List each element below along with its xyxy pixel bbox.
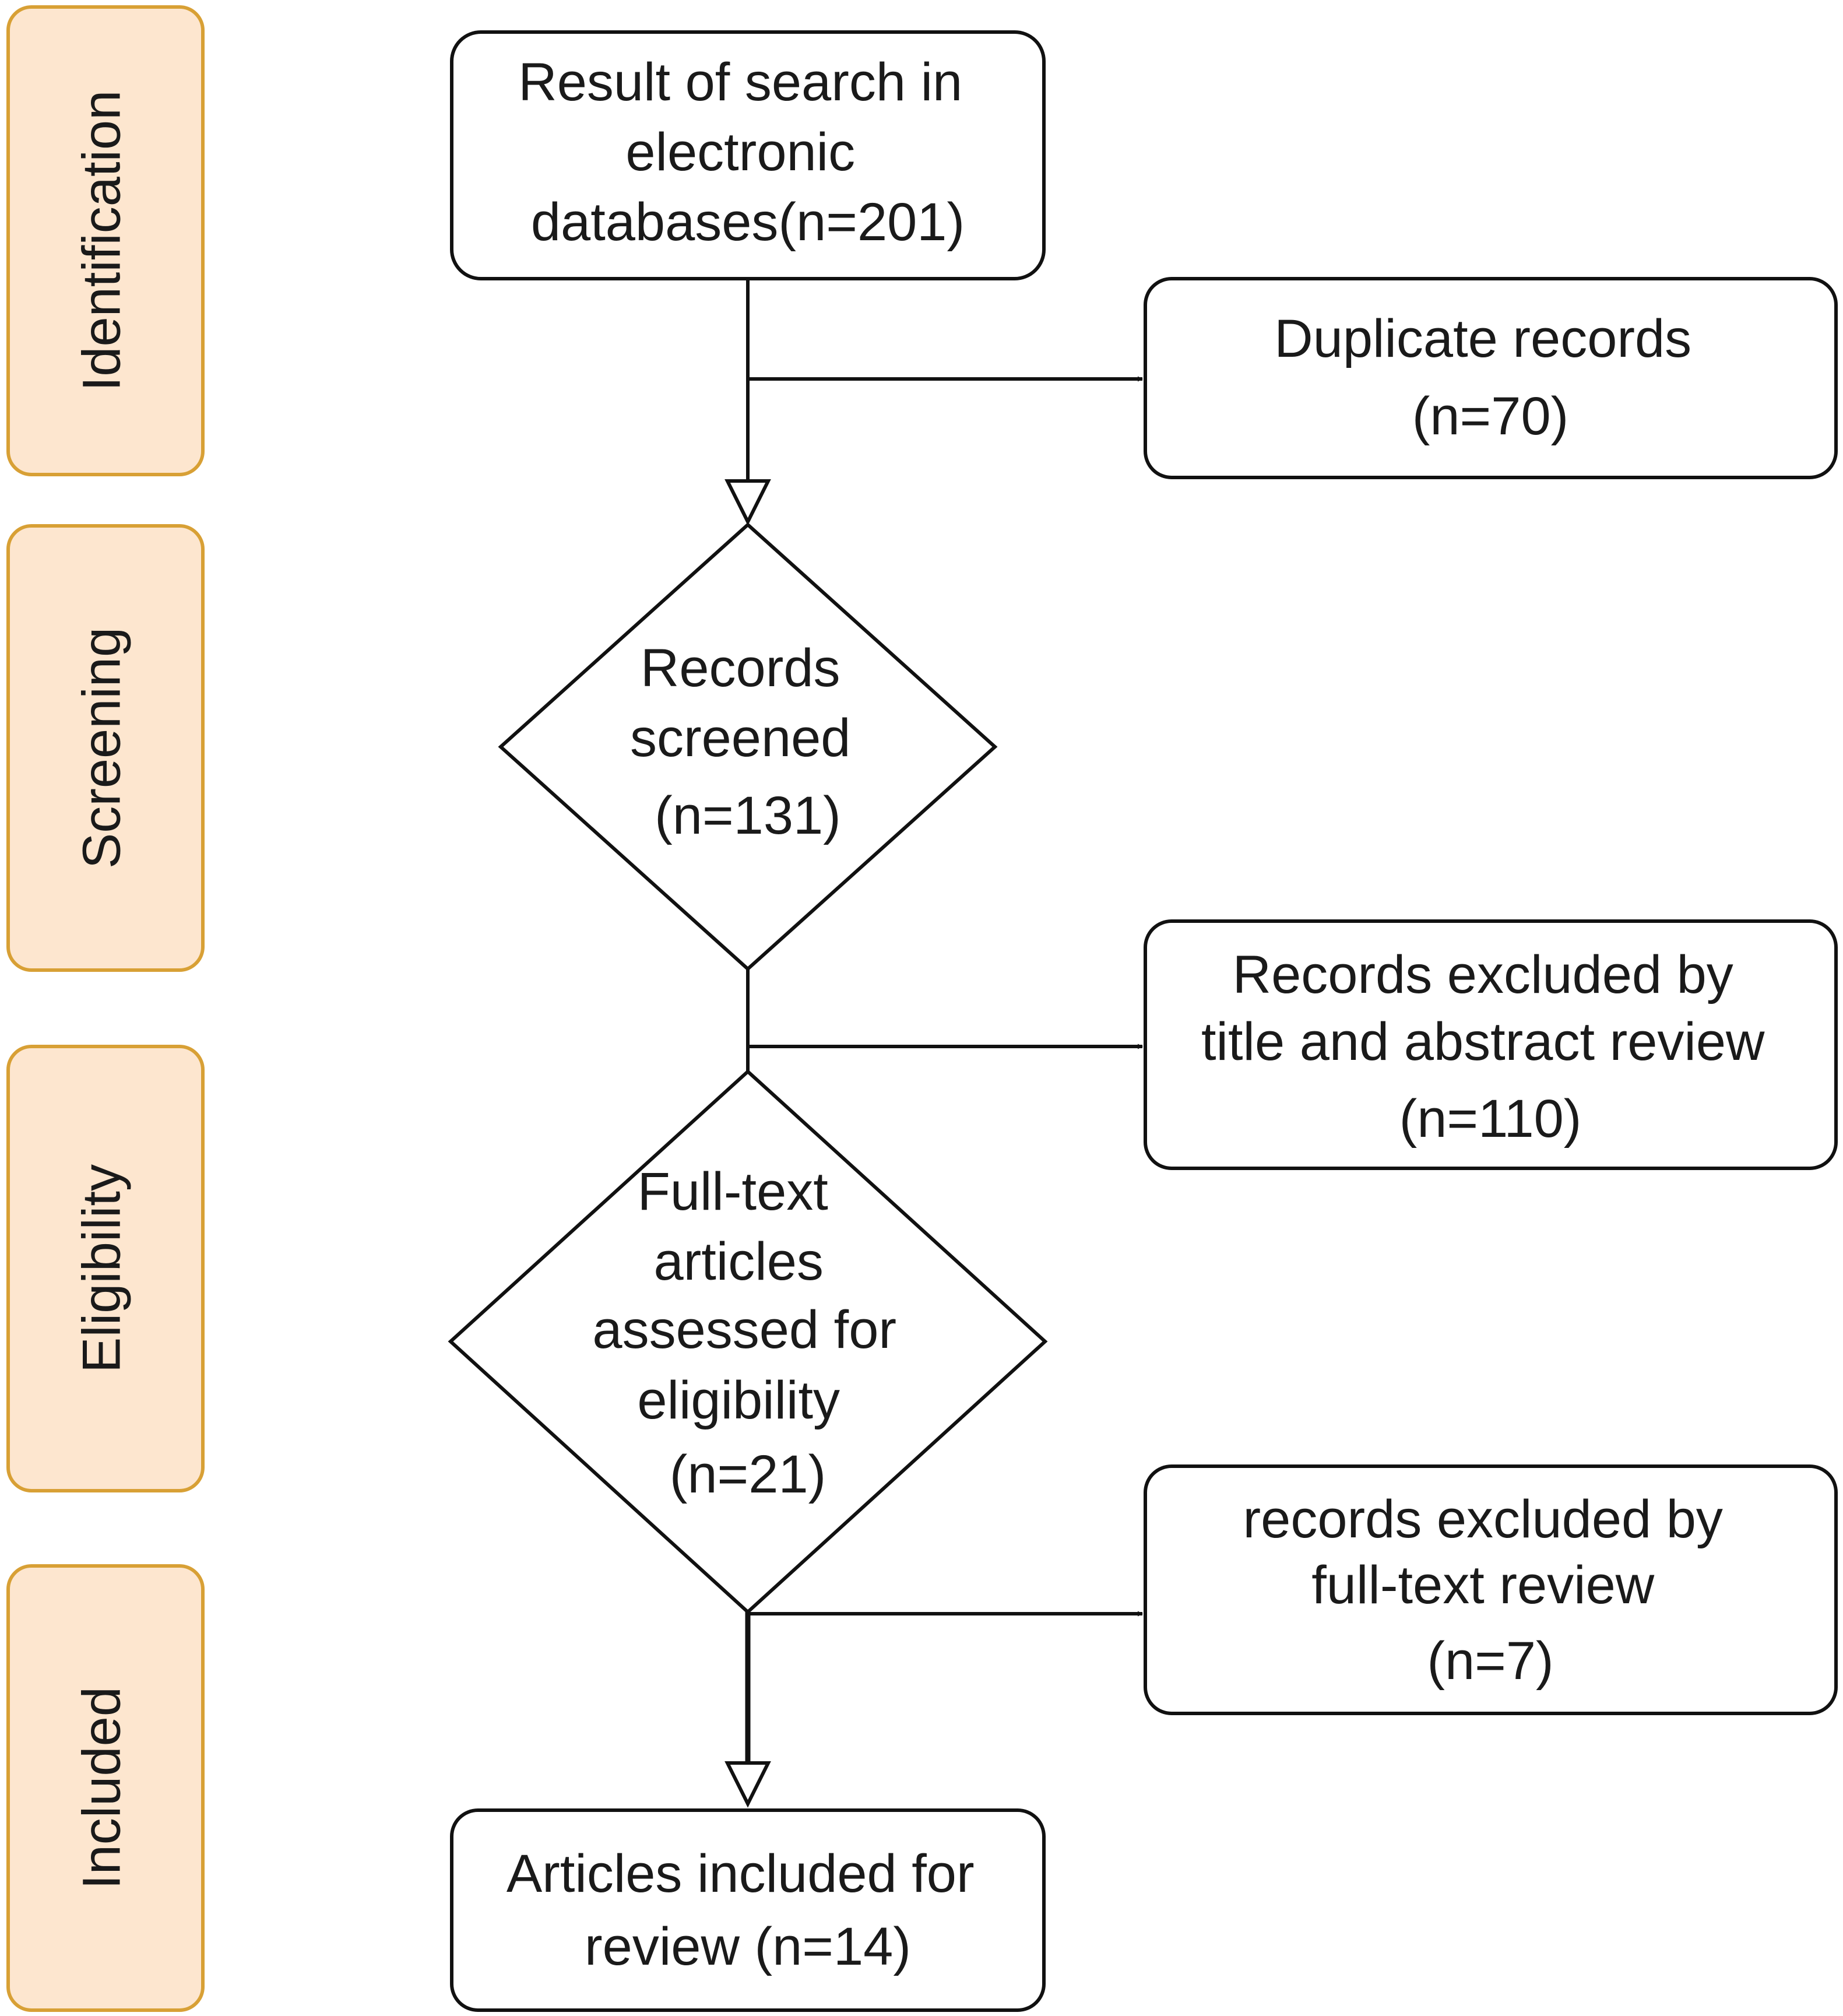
node-records-screened: Records screened (n=131) [498,522,998,972]
screened-line-2: screened [630,708,850,768]
excluded-title-line-2: title and abstract review [1201,1012,1765,1072]
stage-identification-label: Identification [72,90,131,392]
node-search-results: Result of search in electronic databases… [450,30,1046,280]
node-duplicates: Duplicate records (n=70) [1144,277,1838,479]
stage-screening-label: Screening [72,627,131,869]
excluded-fulltext-line-2: full-text review [1311,1555,1654,1615]
stage-included-label: Included [72,1687,131,1889]
excluded-fulltext-line-3: (n=7) [1427,1631,1553,1691]
node-excluded-title-abstract: Records excluded by title and abstract r… [1144,919,1838,1170]
duplicates-line-2: (n=70) [1412,387,1569,446]
search-results-line-1: Result of search in [518,52,962,112]
stage-screening: Screening [6,524,205,972]
screened-line-1: Records [641,638,840,698]
excluded-fulltext-line-1: records excluded by [1243,1490,1723,1549]
node-excluded-title-abstract-text: Records excluded by title and abstract r… [1201,945,1779,1149]
stage-eligibility: Eligibility [6,1045,205,1492]
included-line-1: Articles included for [507,1844,975,1903]
node-fulltext-assessed: Full-text articles assessed for eligibil… [448,1069,1048,1615]
stage-identification: Identification [6,5,205,476]
fulltext-line-4: eligibility [637,1371,840,1430]
connectors [724,279,1143,1808]
node-duplicates-text: Duplicate records (n=70) [1274,309,1706,446]
node-articles-included-text: Articles included for review (n=14) [507,1844,989,1976]
fulltext-line-1: Full-text [638,1162,828,1221]
node-records-screened-text: Records screened (n=131) [630,638,866,845]
excluded-title-line-3: (n=110) [1399,1089,1582,1149]
node-fulltext-assessed-text: Full-text articles assessed for eligibil… [592,1162,911,1504]
node-excluded-fulltext: records excluded by full-text review (n=… [1144,1464,1838,1715]
search-results-line-3: databases(n=201) [531,192,965,252]
stage-eligibility-label: Eligibility [72,1164,131,1373]
open-arrowhead-screened [724,479,771,526]
search-results-line-2: electronic [625,122,855,182]
node-search-results-text: Result of search in electronic databases… [518,52,977,252]
excluded-title-line-1: Records excluded by [1233,945,1733,1005]
stage-included: Included [6,1564,205,2012]
fulltext-line-5: (n=21) [670,1445,826,1504]
fulltext-line-3: assessed for [592,1300,896,1360]
duplicates-line-1: Duplicate records [1274,309,1691,368]
open-arrowhead-included [724,1761,771,1808]
included-line-2: review (n=14) [585,1917,911,1976]
fulltext-line-2: articles [654,1232,824,1291]
node-excluded-fulltext-text: records excluded by full-text review (n=… [1243,1490,1738,1691]
screened-line-3: (n=131) [655,786,841,845]
node-articles-included: Articles included for review (n=14) [450,1808,1046,2012]
